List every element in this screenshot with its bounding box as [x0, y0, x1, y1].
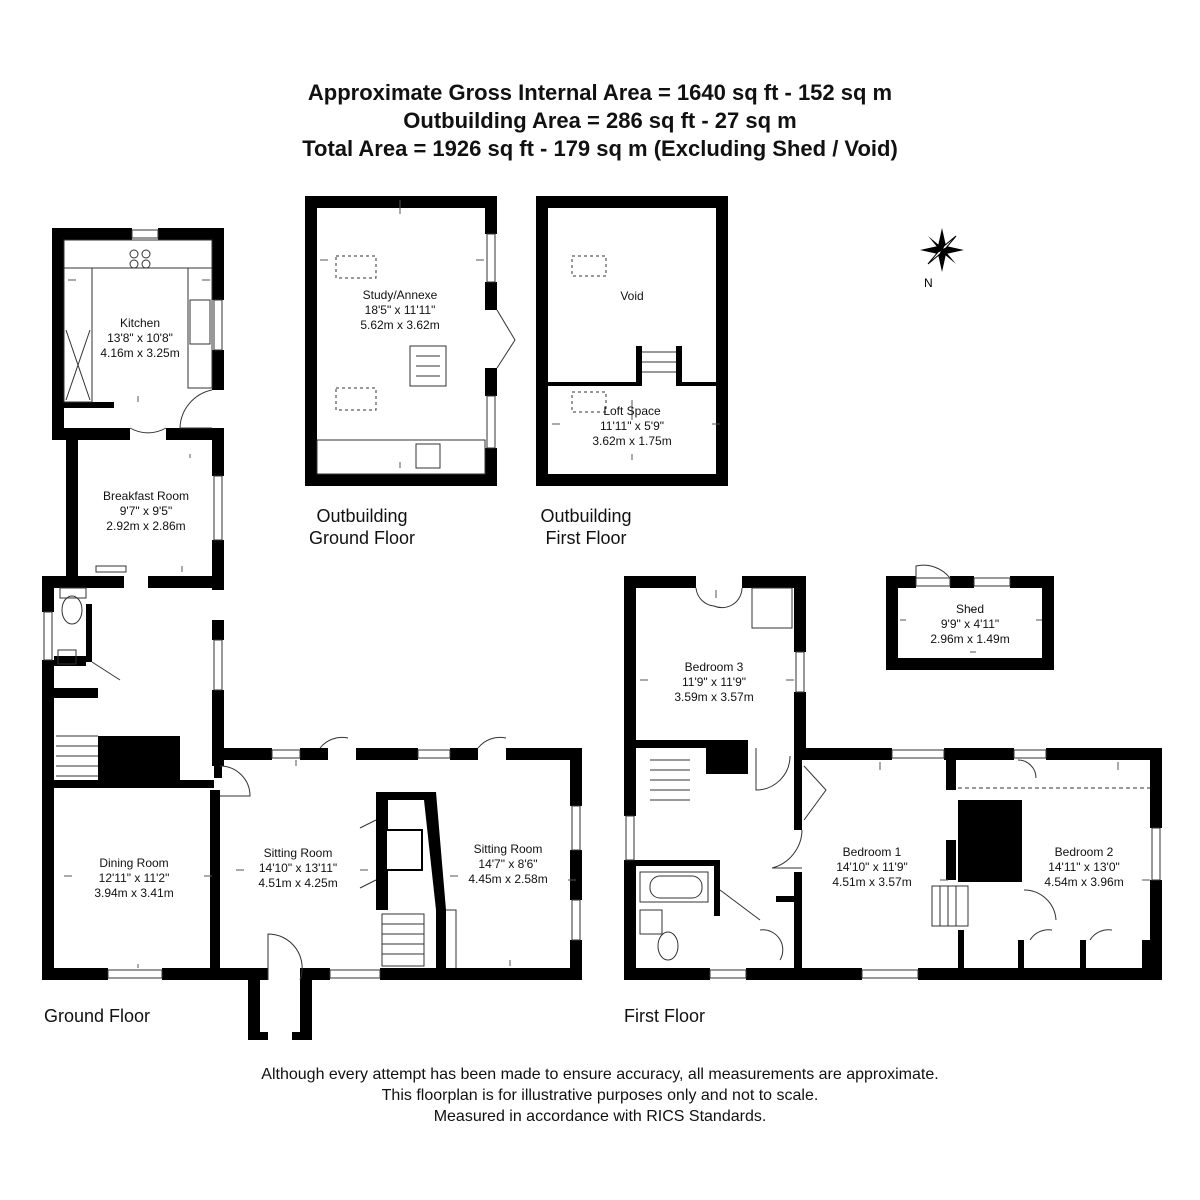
room-imperial: 12'11" x 11'2"	[98, 871, 170, 885]
room-dining: Dining Room 12'11" x 11'2" 3.94m x 3.41m	[94, 856, 173, 901]
room-imperial: 9'7" x 9'5"	[119, 504, 173, 518]
room-void: Void	[620, 289, 643, 304]
room-imperial: 11'11" x 5'9"	[599, 419, 665, 433]
room-bedroom-3: Bedroom 3 11'9" x 11'9" 3.59m x 3.57m	[674, 660, 753, 705]
room-metric: 3.59m x 3.57m	[674, 690, 754, 704]
label-outbuilding-ground: Outbuilding Ground Floor	[300, 505, 424, 549]
room-metric: 4.16m x 3.25m	[100, 346, 180, 360]
outbuilding-ground-walls	[305, 196, 497, 486]
room-imperial: 14'11" x 13'0"	[1048, 860, 1120, 874]
compass-north-label: N	[924, 276, 933, 290]
room-name: Bedroom 2	[1054, 845, 1114, 859]
room-shed: Shed 9'9" x 4'11" 2.96m x 1.49m	[930, 602, 1009, 647]
room-study: Study/Annexe 18'5" x 11'11" 5.62m x 3.62…	[360, 288, 439, 333]
room-name: Bedroom 1	[842, 845, 902, 859]
room-name: Breakfast Room	[102, 489, 190, 503]
room-metric: 4.51m x 4.25m	[258, 876, 338, 890]
room-name: Bedroom 3	[684, 660, 744, 674]
room-metric: 5.62m x 3.62m	[360, 318, 440, 332]
room-name: Kitchen	[119, 316, 161, 330]
room-imperial: 14'10" x 11'9"	[836, 860, 908, 874]
room-sitting-1: Sitting Room 14'10" x 13'11" 4.51m x 4.2…	[258, 846, 337, 891]
label-first-floor: First Floor	[624, 1006, 705, 1026]
room-name: Study/Annexe	[362, 288, 438, 302]
room-imperial: 13'8" x 10'8"	[107, 331, 173, 345]
room-metric: 2.92m x 2.86m	[106, 519, 186, 533]
first-floor-walls	[624, 576, 1162, 980]
label-ground-floor: Ground Floor	[44, 1006, 151, 1026]
room-imperial: 18'5" x 11'11"	[364, 303, 436, 317]
area-heading-outbuilding: Outbuilding Area = 286 sq ft - 27 sq m	[403, 108, 797, 133]
room-breakfast: Breakfast Room 9'7" x 9'5" 2.92m x 2.86m	[103, 489, 189, 534]
ground-floor-walls	[42, 228, 582, 1040]
label-outbuilding-first: Outbuilding First Floor	[530, 505, 642, 549]
outbuilding-first-walls	[536, 196, 728, 486]
room-metric: 3.62m x 1.75m	[592, 434, 672, 448]
room-name: Shed	[955, 602, 985, 616]
room-bedroom-1: Bedroom 1 14'10" x 11'9" 4.51m x 3.57m	[832, 845, 911, 890]
disclaimer-line-3: Measured in accordance with RICS Standar…	[433, 1108, 767, 1125]
room-imperial: 9'9" x 4'11"	[940, 617, 1000, 631]
label-line: Outbuilding	[540, 506, 632, 526]
label-line: Ground Floor	[308, 528, 416, 548]
fixtures-and-doors	[43, 200, 1161, 981]
area-heading-gross: Approximate Gross Internal Area = 1640 s…	[307, 80, 893, 105]
shed-walls	[886, 576, 1054, 670]
room-imperial: 11'9" x 11'9"	[681, 675, 747, 689]
room-name: Sitting Room	[473, 842, 543, 856]
room-metric: 4.45m x 2.58m	[468, 872, 548, 886]
room-loft: Loft Space 11'11" x 5'9" 3.62m x 1.75m	[592, 404, 671, 449]
room-metric: 3.94m x 3.41m	[94, 886, 174, 900]
room-imperial: 14'7" x 8'6"	[478, 857, 538, 871]
room-name: Dining Room	[99, 856, 169, 870]
room-name: Sitting Room	[263, 846, 333, 860]
room-name: Loft Space	[603, 404, 661, 418]
disclaimer-line-2: This floorplan is for illustrative purpo…	[381, 1087, 819, 1104]
area-heading-total: Total Area = 1926 sq ft - 179 sq m (Excl…	[302, 136, 898, 161]
room-imperial: 14'10" x 13'11"	[258, 861, 338, 875]
room-sitting-2: Sitting Room 14'7" x 8'6" 4.45m x 2.58m	[468, 842, 547, 887]
room-metric: 4.51m x 3.57m	[832, 875, 912, 889]
compass-rose-icon	[920, 228, 964, 272]
room-bedroom-2: Bedroom 2 14'11" x 13'0" 4.54m x 3.96m	[1044, 845, 1123, 890]
room-metric: 4.54m x 3.96m	[1044, 875, 1124, 889]
label-line: Outbuilding	[316, 506, 408, 526]
label-line: First Floor	[545, 528, 627, 548]
room-kitchen: Kitchen 13'8" x 10'8" 4.16m x 3.25m	[100, 316, 179, 361]
disclaimer-line-1: Although every attempt has been made to …	[261, 1066, 939, 1083]
room-name: Void	[620, 289, 644, 303]
room-metric: 2.96m x 1.49m	[930, 632, 1010, 646]
